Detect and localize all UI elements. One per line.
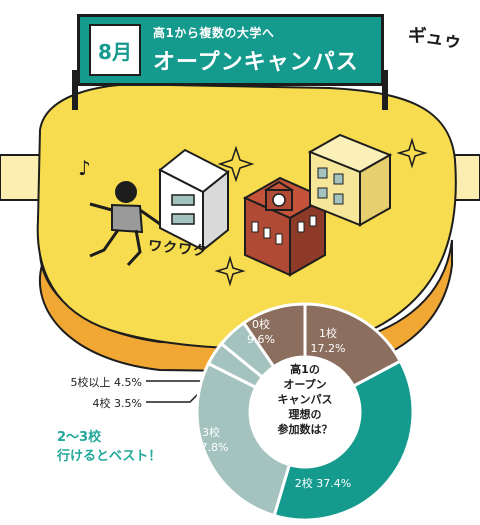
slice-value: 9.6%: [247, 333, 275, 346]
slice-category: 5校以上: [70, 376, 111, 389]
banner-texts: 高1から複数の大学へ オープンキャンパス: [153, 24, 359, 76]
best-range-note: 2～3校 行けるとベスト！: [57, 428, 161, 466]
slice-label-3: 3校 27.8%: [186, 425, 236, 455]
slice-label-0: 0校 9.6%: [236, 317, 286, 347]
chart-center-label: 高1の オープン キャンパス 理想の 参加数は？: [256, 362, 354, 437]
slice-value: 27.8%: [193, 441, 229, 454]
white-building: [158, 148, 230, 253]
note-line: 2～3校: [57, 430, 102, 445]
donut-hole: [250, 357, 360, 467]
slice-value: 17.2%: [310, 342, 346, 355]
slice-value: 3.5%: [114, 397, 142, 410]
center-line: 理想の: [288, 408, 322, 421]
sparkle-icon: [217, 145, 255, 183]
slice-label-5: 5校以上 4.5%: [50, 374, 142, 390]
slice-value: 37.4%: [316, 477, 352, 490]
banner-subtitle: 高1から複数の大学へ: [153, 26, 275, 40]
sparkle-icon: [396, 137, 428, 169]
student-figure: [89, 181, 161, 267]
center-line: オープン: [283, 378, 327, 391]
banner-post-left: [72, 70, 78, 110]
slice-category: 1校: [319, 327, 337, 340]
slice-category: 3校: [202, 426, 220, 439]
banner-title: オープンキャンパス: [153, 50, 359, 75]
sparkle-icon: [214, 255, 246, 287]
slice-category: 2校: [294, 477, 313, 490]
center-line: 高1の: [290, 363, 320, 376]
brick-building: [242, 176, 328, 277]
center-line: 参加数は？: [277, 423, 333, 436]
cream-building: [307, 133, 393, 227]
month-badge: 8月: [89, 24, 141, 76]
slice-label-1: 1校 17.2%: [298, 326, 358, 356]
slice-category: 4校: [92, 397, 111, 410]
title-banner: 8月 高1から複数の大学へ オープンキャンパス: [77, 14, 384, 86]
banner-post-right: [382, 70, 388, 110]
donut-chart: [195, 302, 415, 522]
slice-value: 4.5%: [114, 376, 142, 389]
center-line: キャンパス: [277, 393, 333, 406]
slice-label-2: 2校 37.4%: [278, 476, 368, 491]
note-line: 行けるとベスト！: [57, 449, 162, 464]
slice-label-4: 4校 3.5%: [50, 395, 142, 411]
music-note-icon: ♪: [78, 156, 91, 180]
slice-category: 0校: [252, 318, 270, 331]
